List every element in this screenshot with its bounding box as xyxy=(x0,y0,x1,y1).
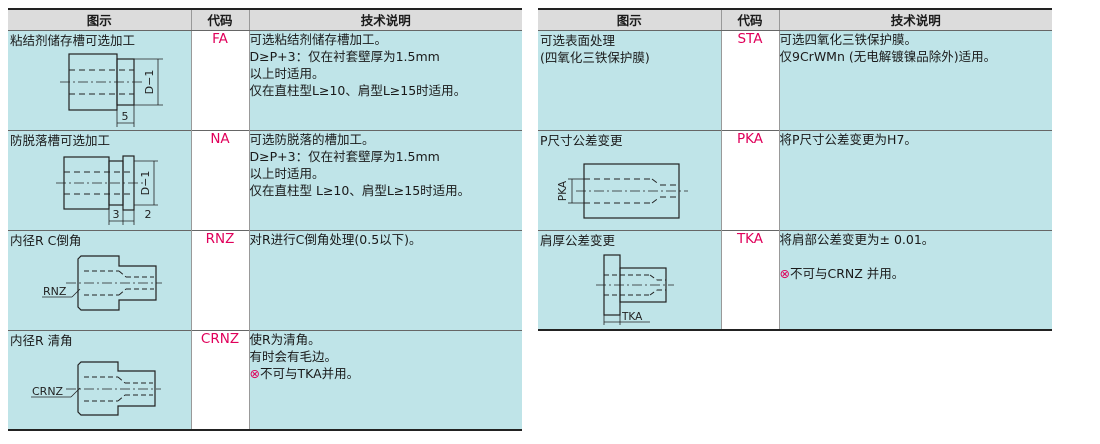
header-figure: 图示 xyxy=(538,8,721,31)
dim-label: 3 xyxy=(113,208,120,221)
figure-label: P尺寸公差变更 xyxy=(540,132,623,148)
header-figure: 图示 xyxy=(8,8,191,31)
description-line: D≥P+3：仅在衬套壁厚为1.5mm xyxy=(249,148,440,164)
option-code: FA xyxy=(190,29,249,130)
description-cell: 可选防脱落的槽加工。 D≥P+3：仅在衬套壁厚为1.5mm 以上时适用。 仅在直… xyxy=(248,129,522,230)
figure-label: 肩厚公差变更 xyxy=(540,232,616,248)
figure-label: 粘结剂储存槽可选加工 xyxy=(10,32,136,48)
inner-r-chamfer-drawing: RNZ xyxy=(42,254,162,311)
inner-r-sharp-corner-drawing: CRNZ xyxy=(31,360,161,416)
caution-text: 不可与TKA并用。 xyxy=(259,365,360,381)
prohibited-icon: ⊗ xyxy=(249,365,260,381)
table-row: 可选表面处理 (四氧化三铁保护膜) STA 可选四氧化三铁保护膜。 仅9CrWM… xyxy=(538,29,1052,130)
p-tolerance-drawing: PKA xyxy=(557,162,688,219)
description-cell: 对R进行C倒角处理(0.5以下)。 xyxy=(248,229,522,330)
option-code: PKA xyxy=(720,129,779,230)
figure-cell: 肩厚公差变更 xyxy=(538,229,721,331)
figure-cell: P尺寸公差变更 xyxy=(538,129,721,230)
dim-label: 5 xyxy=(122,110,129,123)
options-table-left: 图示 代码 技术说明 粘结剂储存槽可选加工 xyxy=(8,8,522,431)
figure-sublabel: (四氧化三铁保护膜) xyxy=(540,49,650,65)
anti-dropout-groove-drawing: D−1 3 2 xyxy=(56,154,158,225)
adhesive-groove-drawing: D−1 5 xyxy=(60,52,163,127)
figure-cell: 防脱落槽可选加工 xyxy=(8,129,191,230)
figure-label: 防脱落槽可选加工 xyxy=(10,132,111,148)
description-line: 可选四氧化三铁保护膜。 xyxy=(779,31,918,47)
table-row: 内径R C倒角 xyxy=(8,229,522,330)
description-line: 仅在直柱型L≥10、肩型L≥15时适用。 xyxy=(249,82,467,98)
description-line: 仅9CrWMn (无电解镀镍品除外)适用。 xyxy=(779,48,997,64)
description-line: D≥P+3：仅在衬套壁厚为1.5mm xyxy=(249,48,440,64)
figure-cell: 可选表面处理 (四氧化三铁保护膜) xyxy=(538,29,721,130)
option-code: STA xyxy=(720,29,779,130)
description-cell: 将肩部公差变更为± 0.01。 ⊗不可与CRNZ 并用。 xyxy=(778,229,1053,331)
figure-label: 内径R 清角 xyxy=(10,332,73,348)
figure-cell: 内径R C倒角 xyxy=(8,229,191,330)
description-line: 仅在直柱型 L≥10、肩型L≥15时适用。 xyxy=(249,182,471,198)
table-row: 防脱落槽可选加工 xyxy=(8,129,522,230)
description-line: 有时会有毛边。 xyxy=(249,348,338,364)
option-code: TKA xyxy=(720,229,779,331)
description-cell: 可选粘结剂储存槽加工。 D≥P+3：仅在衬套壁厚为1.5mm 以上时适用。 仅在… xyxy=(248,29,522,130)
description-line: 以上时适用。 xyxy=(249,65,325,81)
table-row: 肩厚公差变更 xyxy=(538,229,1053,331)
option-code: RNZ xyxy=(190,229,249,330)
header-code: 代码 xyxy=(720,8,779,31)
dim-label: PKA xyxy=(557,180,569,201)
table-row: P尺寸公差变更 xyxy=(538,129,1052,230)
description-cell: 将P尺寸公差变更为H7。 xyxy=(778,129,1052,230)
description-cell: 可选四氧化三铁保护膜。 仅9CrWMn (无电解镀镍品除外)适用。 xyxy=(778,29,1052,130)
table-row: 内径R 清角 xyxy=(8,329,523,431)
description-line: 对R进行C倒角处理(0.5以下)。 xyxy=(249,231,422,247)
figure-label: 可选表面处理 xyxy=(540,32,616,48)
dim-label: CRNZ xyxy=(32,385,64,398)
figure-cell: 粘结剂储存槽可选加工 xyxy=(8,29,191,130)
dim-label: D−1 xyxy=(143,69,156,94)
description-cell: 使R为清角。 有时会有毛边。 ⊗不可与TKA并用。 xyxy=(248,329,523,431)
caution-line: ⊗不可与CRNZ 并用。 xyxy=(780,265,1053,282)
description-line: 将肩部公差变更为± 0.01。 xyxy=(779,231,935,247)
header-description: 技术说明 xyxy=(778,8,1052,31)
description-line: 可选防脱落的槽加工。 xyxy=(249,131,375,147)
figure-label: 内径R C倒角 xyxy=(10,232,82,248)
header-code: 代码 xyxy=(190,8,249,31)
dim-label: TKA xyxy=(621,311,643,323)
options-table-right: 图示 代码 技术说明 可选表面处理 (四氧化三铁保护膜) STA 可选四氧化三铁… xyxy=(538,8,1052,331)
description-line: 使R为清角。 xyxy=(249,331,321,347)
caution-line: ⊗不可与TKA并用。 xyxy=(250,365,523,382)
description-line: 将P尺寸公差变更为H7。 xyxy=(779,131,917,147)
table-row: 粘结剂储存槽可选加工 xyxy=(8,29,522,130)
header-description: 技术说明 xyxy=(248,8,522,31)
dim-label: D−1 xyxy=(139,170,152,195)
description-line: 可选粘结剂储存槽加工。 xyxy=(249,31,388,47)
caution-text: 不可与CRNZ 并用。 xyxy=(789,265,905,281)
option-code: NA xyxy=(190,129,249,230)
figure-cell: 内径R 清角 xyxy=(8,329,191,431)
option-code: CRNZ xyxy=(190,329,249,431)
description-line xyxy=(780,248,1053,265)
dim-label: 2 xyxy=(145,208,152,221)
shoulder-tolerance-drawing: TKA xyxy=(596,253,674,325)
dim-label: RNZ xyxy=(43,285,67,298)
description-line: 以上时适用。 xyxy=(249,165,325,181)
prohibited-icon: ⊗ xyxy=(779,265,790,281)
